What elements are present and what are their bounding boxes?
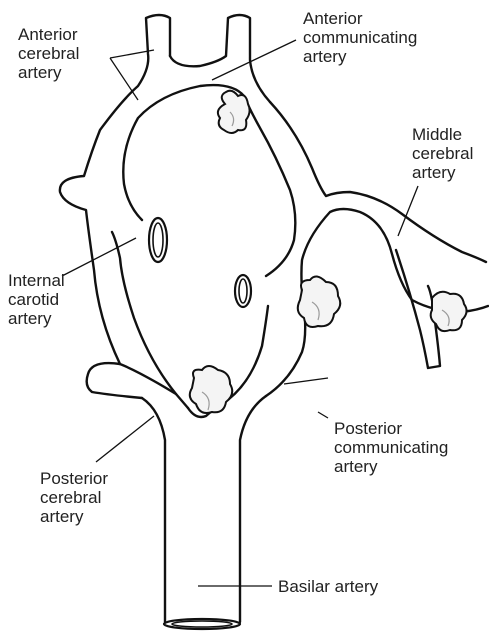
basilar-lumen-inner — [172, 621, 232, 627]
right-carotid-lumen-inner — [239, 279, 247, 303]
leader-middle-cerebral — [398, 186, 418, 236]
label-anterior-communicating: Anterior communicating artery — [303, 9, 422, 66]
label-anterior-cerebral: Anterior cerebral artery — [18, 25, 84, 82]
left-inner-wall — [112, 232, 176, 394]
aneurysm-anterior-communicating — [218, 91, 250, 133]
basilar-artery-left-wall — [142, 398, 165, 622]
aneurysm-middle-cerebral-proximal — [298, 276, 341, 327]
left-posterior-cerebral-wall-lower — [87, 363, 142, 398]
label-internal-carotid: Internal carotid artery — [8, 271, 69, 328]
left-carotid-lumen-inner — [153, 223, 163, 257]
label-posterior-cerebral: Posterior cerebral artery — [40, 469, 113, 526]
label-middle-cerebral: Middle cerebral artery — [412, 125, 478, 182]
left-posterior-cerebral-wall-upper — [120, 364, 188, 408]
basilar-artery-right-wall — [240, 396, 266, 622]
left-outer-wall — [60, 15, 170, 364]
leader-posterior-communicating — [284, 378, 328, 418]
aneurysm-basilar-tip — [190, 366, 233, 413]
vessel-outlines — [60, 15, 488, 622]
label-posterior-communicating: Posterior communicating artery — [334, 419, 453, 476]
leader-internal-carotid — [62, 238, 136, 276]
label-basilar: Basilar artery — [278, 577, 379, 596]
right-posterior-cerebral-wall — [266, 320, 305, 396]
leader-posterior-cerebral — [96, 416, 154, 462]
